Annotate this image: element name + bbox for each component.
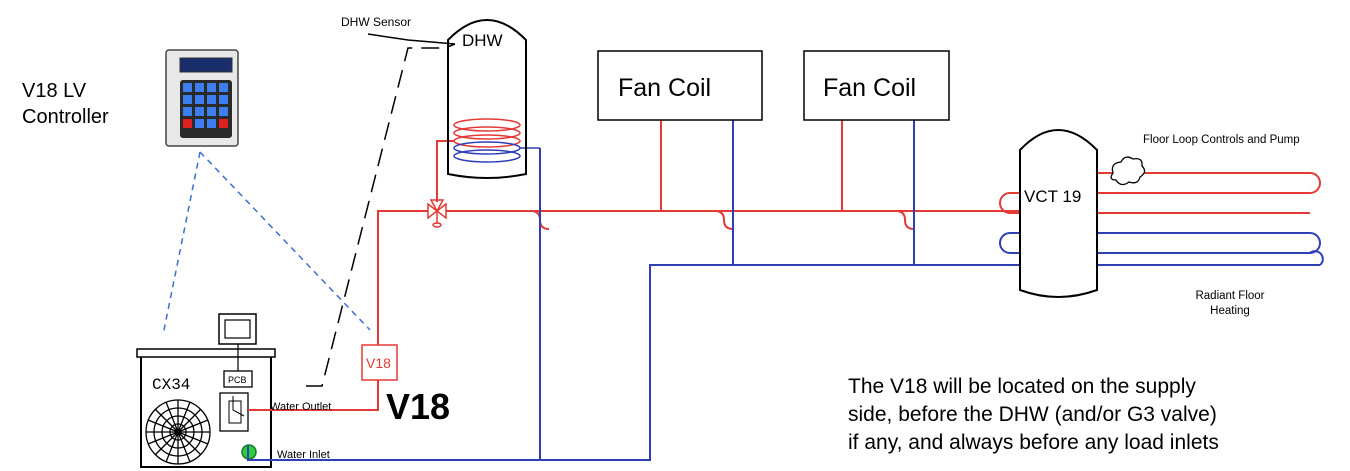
water-inlet-label: Water Inlet [277,449,330,461]
heat-pump-unit: CX34 PCB [136,313,276,468]
vct-tank: VCT 19 [1019,129,1098,298]
heat-pump-label: CX34 [152,376,190,394]
note-line-2: side, before the DHW (and/or G3 valve) [848,403,1217,426]
radiant-label-line1: Radiant Floor [1195,290,1264,302]
placement-note: The V18 will be located on the supply si… [848,373,1219,457]
fan-coil-1: Fan Coil [597,50,763,121]
dhw-tank-label: DHW [462,31,503,50]
water-outlet-label: Water Outlet [270,401,331,413]
floor-controls-label: Floor Loop Controls and Pump [1143,134,1300,146]
dhw-coil-supply [453,118,521,148]
fan-coil-2-label: Fan Coil [823,74,916,102]
three-way-valve-icon [427,199,447,228]
note-line-3: if any, and always before any load inlet… [848,431,1219,454]
v18-device: V18 [361,344,398,381]
pcb-label: PCB [228,375,247,385]
dhw-sensor-label: DHW Sensor [341,15,411,29]
vct-label: VCT 19 [1024,187,1081,206]
note-line-1: The V18 will be located on the supply [848,375,1196,398]
floor-pump-icon [1110,156,1146,186]
v18-box-label: V18 [366,355,391,371]
controller-device [165,49,239,147]
fan-coil-1-label: Fan Coil [618,74,711,102]
fan-grille-icon [145,399,211,465]
fan-coil-2: Fan Coil [803,50,950,121]
radiant-label-line2: Heating [1210,305,1250,317]
controller-label: V18 LV Controller [22,80,109,128]
v18-big-label: V18 [386,386,451,427]
dhw-tank: DHW [447,19,527,179]
controller-link-lines [162,151,371,336]
dhw-coil-return [453,141,540,163]
